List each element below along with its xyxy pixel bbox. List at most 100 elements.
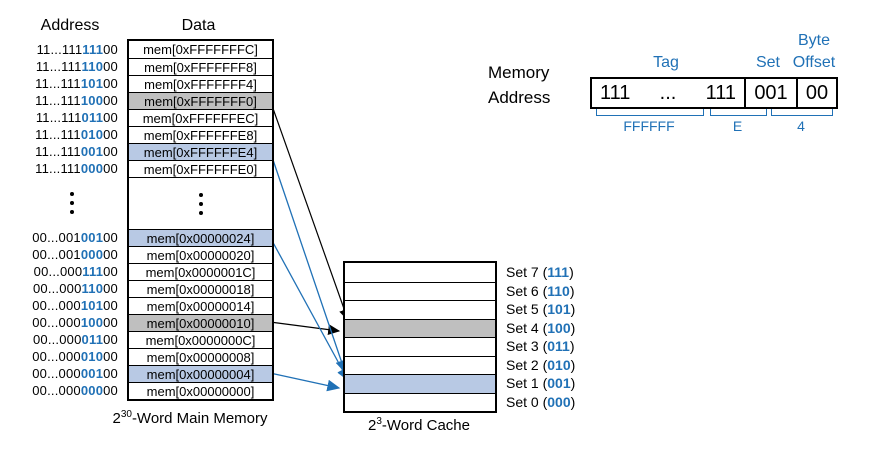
address-tag-bits: 11...111 <box>35 59 82 74</box>
memory-cell: mem[0xFFFFFFEC] <box>129 109 272 126</box>
address-set-bits: 001 <box>80 230 104 245</box>
memory-ellipsis <box>129 177 272 229</box>
caption-base: 2 <box>368 417 377 434</box>
memory-address-box: 111 ... 111 001 00 <box>590 77 838 109</box>
address-tag-bits: 11...111 <box>35 110 82 125</box>
set-label-bits: 001 <box>547 375 571 392</box>
address-tag-bits: 11...111 <box>35 161 81 176</box>
cache-set-label: Set 1 (001) <box>506 374 575 393</box>
address-offset-bits: 00 <box>103 93 118 108</box>
cache-set-label: Set 7 (111) <box>506 263 575 282</box>
set-label-close: ) <box>570 375 576 392</box>
arrow-00000004-to-set1 <box>269 372 341 392</box>
memory-address-label-line2: Address <box>488 88 551 107</box>
address-offset-bits: 00 <box>103 383 118 398</box>
hex-label-4: 4 <box>797 118 805 134</box>
cache-row <box>345 337 495 356</box>
address-tag-bits: 00...001 <box>32 247 81 262</box>
set-bits-value: 001 <box>754 81 788 104</box>
tag-field-label: Tag <box>653 54 679 71</box>
memory-cell: mem[0x0000001C] <box>129 263 272 280</box>
cache-set-label: Set 2 (010) <box>506 356 575 375</box>
dot <box>70 210 74 214</box>
address-tag-bits: 11...111 <box>35 76 81 91</box>
address-offset-bits: 00 <box>103 144 118 159</box>
set-field-label: Set <box>755 54 780 71</box>
memory-cell: mem[0xFFFFFFE8] <box>129 126 272 143</box>
address-set-bits: 110 <box>81 59 104 74</box>
address-tag-bits: 11...111 <box>36 42 83 57</box>
address-tag-bits: 11...111 <box>35 144 81 159</box>
ellipsis-dots <box>198 190 203 217</box>
set-label-close: ) <box>570 393 576 410</box>
address-set-bits: 000 <box>80 247 104 262</box>
address-tag-bits: 00...000 <box>33 264 83 279</box>
address-offset-bits: 00 <box>103 298 118 313</box>
set-label-bits: 010 <box>547 356 571 373</box>
cache-set-label: Set 3 (011) <box>506 337 575 356</box>
address-tag-bits: 00...000 <box>32 332 82 347</box>
caption-base: 2 <box>112 410 121 427</box>
address-set-bits: 010 <box>80 127 104 142</box>
set-label-close: ) <box>570 319 576 336</box>
set-label-text: Set 5 ( <box>506 301 548 318</box>
set-label-close: ) <box>569 264 574 281</box>
address-offset-bits: 00 <box>103 110 118 125</box>
address-tag-bits: 00...000 <box>32 298 81 313</box>
address-set-bits: 100 <box>80 315 104 330</box>
hex-bracket-middle <box>710 109 767 116</box>
caption-text: -Word Cache <box>381 417 470 434</box>
byte-offset-field: 00 <box>796 79 836 107</box>
set-label-close: ) <box>570 301 576 318</box>
address-tag-bits: 00...000 <box>32 315 81 330</box>
address-tag-bits: 00...001 <box>32 230 81 245</box>
memory-cell: mem[0x00000004] <box>129 365 272 382</box>
address-offset-bits: 00 <box>103 230 118 245</box>
byte-offset-value: 00 <box>805 81 829 104</box>
tag-bits-left: 111 <box>600 81 631 104</box>
address-set-bits: 011 <box>81 332 104 347</box>
offset-field-label: Offset <box>792 54 836 71</box>
hex-bracket-tag <box>596 109 704 116</box>
address-offset-bits: 00 <box>103 349 118 364</box>
set-label-text: Set 0 ( <box>506 393 548 410</box>
hex-label-ffffff: FFFFFF <box>623 118 675 134</box>
address-offset-bits: 00 <box>103 42 118 57</box>
address-set-bits: 100 <box>80 93 104 108</box>
address-tag-bits: 11...111 <box>35 127 81 142</box>
set-label-text: Set 6 ( <box>506 282 548 299</box>
set-label-text: Set 2 ( <box>506 356 548 373</box>
set-label-close: ) <box>569 338 575 355</box>
cache-row <box>345 392 495 412</box>
main-memory-caption: 230-Word Main Memory <box>55 409 325 427</box>
set-label-text: Set 4 ( <box>506 319 548 336</box>
cache-caption: 23-Word Cache <box>334 416 504 434</box>
cache-row <box>345 355 495 375</box>
address-offset-bits: 00 <box>103 264 118 279</box>
arrow-ffffffe4-to-set1 <box>269 150 347 374</box>
cache-row <box>345 281 495 301</box>
memory-cell: mem[0xFFFFFFE4] <box>129 143 272 160</box>
dot <box>70 201 74 205</box>
address-offset-bits: 00 <box>103 76 118 91</box>
set-label-close: ) <box>569 282 575 299</box>
memory-address-label-line1: Memory <box>488 63 550 82</box>
set-label-text: Set 7 ( <box>506 264 548 281</box>
address-set-bits: 001 <box>80 144 104 159</box>
memory-cell: mem[0xFFFFFFF8] <box>129 58 272 75</box>
dot <box>198 210 203 215</box>
address-set-bits: 111 <box>82 264 104 279</box>
set-label-bits: 100 <box>547 319 571 336</box>
cache-set-label: Set 6 (110) <box>506 282 575 301</box>
